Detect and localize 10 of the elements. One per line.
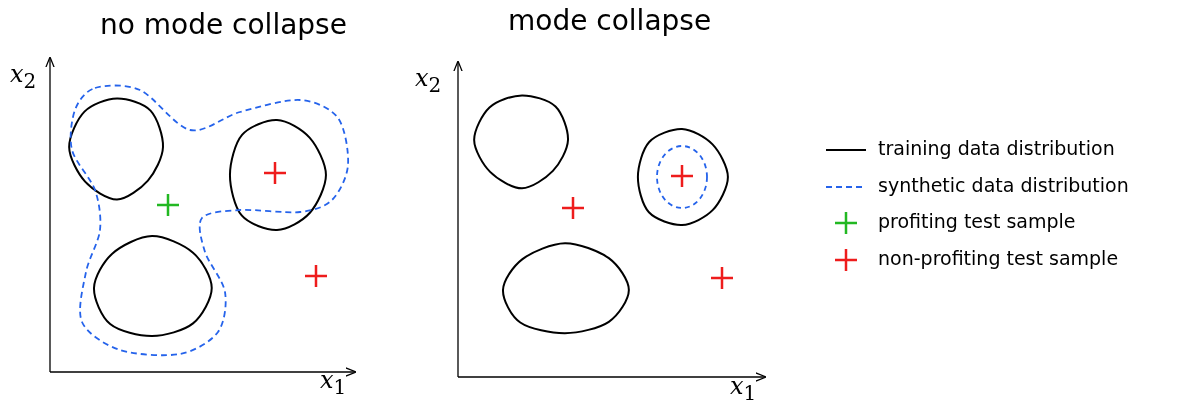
legend-label: non-profiting test sample — [878, 247, 1119, 269]
axis-label: x$_{2}$ — [415, 64, 442, 97]
axis-label: x$_{1}$ — [320, 366, 347, 399]
legend-label: profiting test sample — [878, 210, 1076, 232]
axis-label: x$_{2}$ — [10, 60, 37, 93]
panel-title: no mode collapse — [100, 8, 347, 41]
axis-label: x$_{1}$ — [730, 372, 757, 405]
panel-title: mode collapse — [508, 4, 712, 37]
legend-label: training data distribution — [878, 137, 1115, 159]
legend-label: synthetic data distribution — [878, 174, 1129, 196]
